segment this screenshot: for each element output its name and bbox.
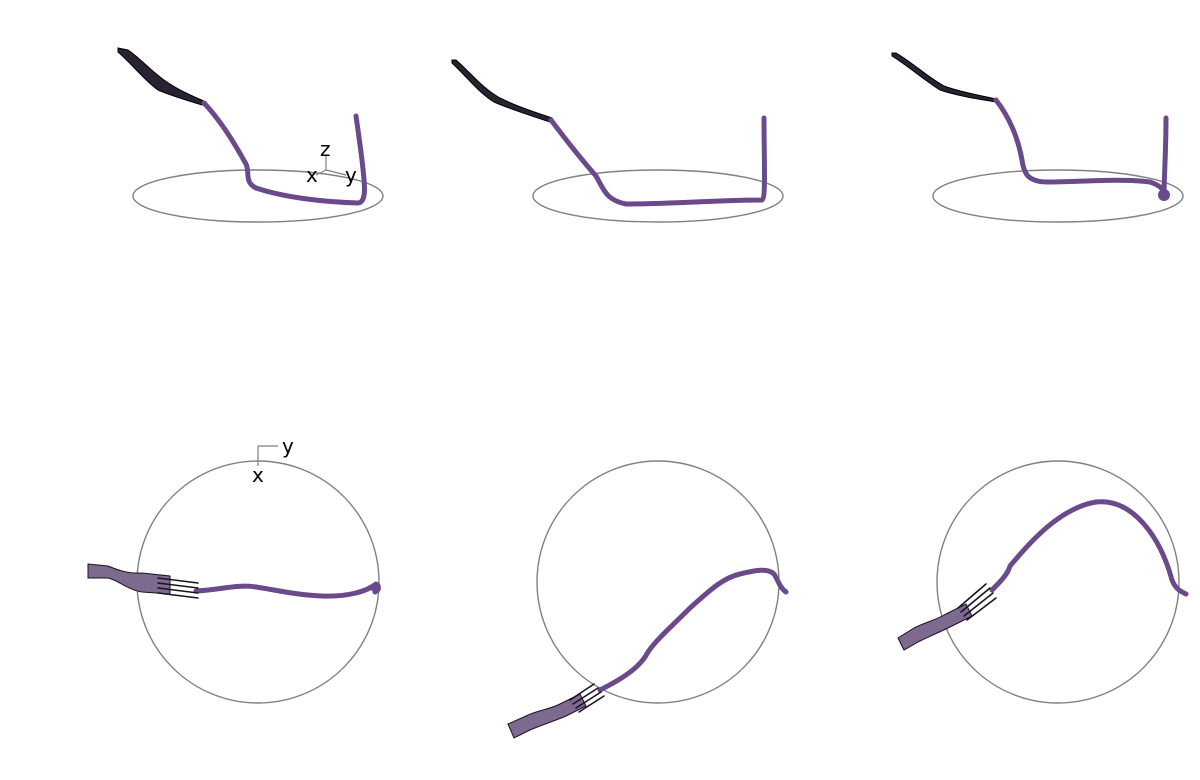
axis-label-x: x: [306, 163, 318, 187]
plate-outline: [536, 460, 780, 704]
plate-outline: [936, 460, 1180, 704]
trajectory-end-point: [371, 583, 381, 593]
trajectory-path: [993, 97, 1169, 199]
panel-top-2: [507, 460, 789, 739]
panel-3d-2: [451, 59, 784, 223]
plate-outline: [932, 169, 1184, 223]
trajectory-path: [193, 581, 381, 599]
panel-3d-1: z x y: [117, 47, 384, 223]
fork-icon: [87, 563, 199, 599]
plate-outline: [532, 169, 784, 223]
plate-outline: [136, 460, 380, 704]
axis-label-y: y: [282, 434, 294, 458]
trajectory-path: [548, 115, 767, 207]
axis-label-z: z: [320, 137, 331, 161]
axis-triad: z x y: [306, 137, 357, 187]
panel-top-3: [897, 460, 1189, 704]
trajectory-end-point: [1158, 189, 1170, 201]
fork-icon: [117, 47, 207, 106]
trajectory-path: [989, 499, 1189, 597]
fork-icon: [507, 683, 605, 739]
panel-3d-3: [891, 52, 1184, 223]
axis-triad: y x: [252, 434, 294, 487]
trajectory-path: [597, 567, 789, 693]
axis-label-y: y: [345, 163, 357, 187]
axis-label-x: x: [252, 463, 264, 487]
fork-icon: [891, 52, 997, 103]
fork-icon: [897, 583, 997, 651]
panel-top-1: y x: [87, 434, 381, 704]
fork-icon: [451, 59, 553, 123]
plate-outline: [132, 169, 384, 223]
trajectory-path: [201, 100, 367, 206]
